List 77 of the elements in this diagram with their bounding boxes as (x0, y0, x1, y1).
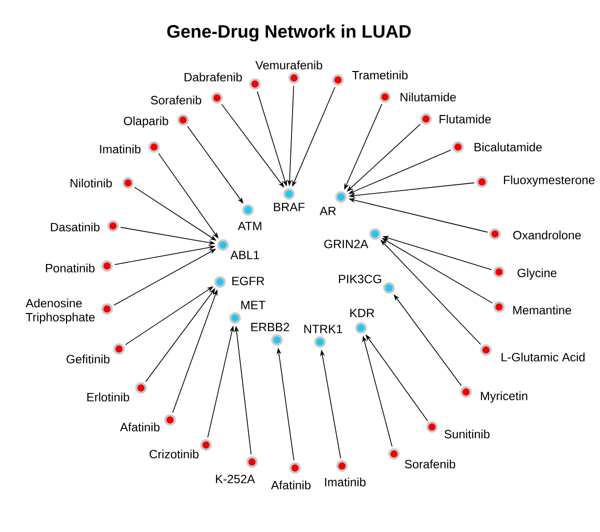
gene-node: ABL1 (217, 239, 260, 260)
node-label: Dabrafenib (184, 72, 242, 82)
node-label: BRAF (274, 202, 305, 212)
drug-node: K-252A (216, 456, 258, 484)
drug-node: Afatinib (271, 462, 310, 490)
drug-node: Nilutamide (379, 91, 456, 103)
drug-node: Erlotinib (87, 382, 147, 402)
node-label: Bicalutamide (474, 142, 542, 152)
drug-node: Bicalutamide (452, 141, 542, 153)
node-label: Flutamide (440, 114, 491, 124)
drug-node: Ponatinib (46, 260, 113, 272)
drug-node: Imatinib (325, 460, 366, 486)
gene-node: GRIN2A (324, 228, 381, 248)
gene-node: ERBB2 (251, 322, 290, 346)
gene-node: BRAF (274, 188, 305, 212)
node-label: K-252A (216, 474, 255, 484)
drug-node: Crizotinib (150, 439, 212, 458)
gene-node: KDR (350, 308, 374, 334)
node-label: ABL1 (230, 250, 260, 260)
node-label: Gefitinib (66, 354, 110, 364)
drug-node: Sunitinib (426, 421, 490, 438)
node-label: Memantine (513, 306, 572, 314)
node-label: Sunitinib (444, 430, 490, 438)
node-label: Crizotinib (150, 450, 198, 458)
gene-node: PIK3CG (338, 274, 395, 294)
gene-node: NTRK1 (304, 324, 342, 348)
node-label: KDR (350, 308, 374, 318)
gene-node: ATM (238, 204, 262, 230)
node-label: Nilutamide (400, 92, 456, 102)
drug-node: L-Glutamic Acid (480, 344, 585, 362)
node-label: MET (241, 300, 266, 310)
drug-node: Imatinib (100, 141, 160, 154)
drug-node: Myricetin (460, 386, 528, 403)
node-label: Sorafenib (150, 96, 202, 104)
drug-node: Dasatinib (50, 220, 119, 232)
drug-node: Afatinib (120, 414, 176, 432)
drug-node: Sorafenib (388, 448, 456, 468)
node-label: L-Glutamic Acid (502, 352, 585, 362)
gene-node: AR (320, 191, 347, 216)
node-label: Nilotinib (70, 178, 112, 188)
node-label: Myricetin (480, 391, 528, 403)
drug-node: Nilotinib (70, 177, 134, 189)
node-label: Dasatinib (50, 222, 100, 232)
gene-node: EGFR (214, 276, 264, 288)
gene-node: MET (229, 300, 266, 324)
node-label: Fluoxymesterone (504, 175, 594, 187)
node-label: ATM (238, 222, 262, 230)
node-label: Afatinib (120, 422, 160, 432)
node-label: Glycine (518, 268, 556, 280)
node-label: NTRK1 (304, 324, 342, 334)
node-label: Afatinib (271, 480, 311, 490)
node-label: AR (320, 206, 336, 216)
node-label: Trametinib (352, 70, 408, 80)
node-label: Ponatinib (46, 264, 95, 272)
drug-node: Sorafenib (150, 92, 223, 104)
node-label: PIK3CG (338, 274, 382, 284)
node-label: Imatinib (100, 144, 141, 154)
drug-node: Oxandrolone (489, 228, 581, 240)
drug-node: Fluoxymesterone (476, 175, 594, 188)
drug-node: Glycine (493, 266, 556, 280)
node-label: EGFR (232, 276, 264, 286)
node-label: Adenosine Triphosphate (26, 298, 95, 324)
drug-node: Gefitinib (66, 343, 125, 364)
drug-node: Adenosine Triphosphate (26, 298, 113, 324)
drug-node: Memantine (493, 301, 572, 314)
node-label: ERBB2 (251, 322, 290, 332)
node-label: Vemurafenib (255, 60, 322, 70)
node-label: Sorafenib (404, 460, 456, 468)
node-label: Imatinib (325, 478, 366, 486)
title: Gene-Drug Network in LUAD (167, 24, 411, 42)
drug-node: Flutamide (420, 113, 491, 125)
node-label: Erlotinib (87, 392, 130, 402)
node-label: Oxandrolone (513, 230, 581, 240)
drug-node: Trametinib (332, 70, 408, 86)
drug-node: Olaparib (124, 114, 189, 128)
node-label: Olaparib (124, 116, 168, 128)
node-label: GRIN2A (324, 240, 368, 248)
